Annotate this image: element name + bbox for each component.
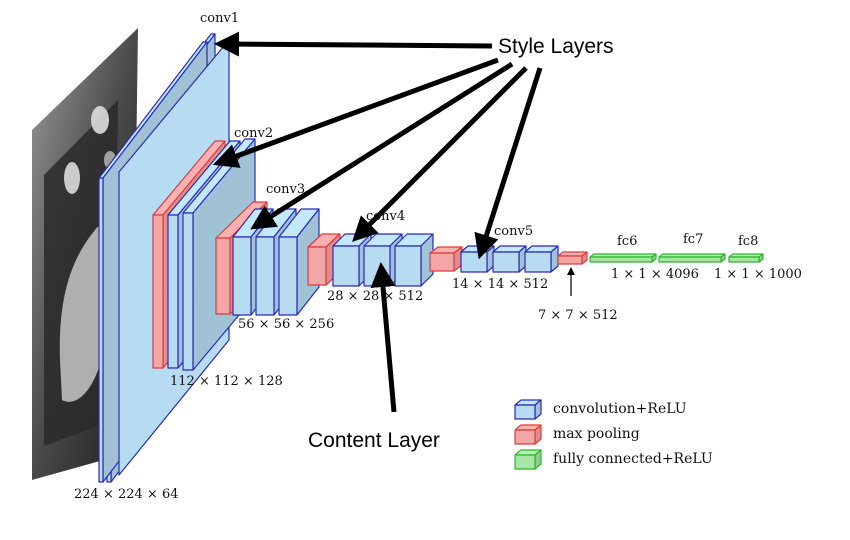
conv1-block-1-front bbox=[98, 177, 104, 483]
legend-fc-swatch bbox=[514, 449, 542, 470]
content-arrow bbox=[370, 262, 397, 413]
dim-1000: 1 × 1 × 1000 bbox=[714, 267, 802, 282]
label-conv5: conv5 bbox=[494, 224, 534, 239]
legend-conv-swatch-front bbox=[514, 404, 536, 420]
style-arrow-conv3 bbox=[250, 61, 514, 230]
content-layer-callout: Content Layer bbox=[308, 429, 440, 452]
dim-224: 224 × 224 × 64 bbox=[74, 487, 179, 502]
conv4-block-1-front bbox=[332, 245, 360, 287]
conv3-block-3 bbox=[278, 208, 320, 316]
label-fc8: fc8 bbox=[738, 234, 759, 249]
conv5-block-2 bbox=[492, 245, 527, 273]
legend-fc-label: fully connected+ReLU bbox=[553, 451, 713, 467]
fc7-block-front bbox=[658, 256, 722, 263]
pool1-block-front bbox=[152, 214, 164, 369]
conv3-block-1-front bbox=[232, 236, 252, 316]
conv2-block-2-front bbox=[182, 212, 194, 371]
conv4-block-2-front bbox=[363, 245, 391, 287]
layer-blocks bbox=[98, 33, 764, 483]
pool4-block bbox=[429, 246, 463, 272]
conv2-block-1-front bbox=[167, 214, 179, 369]
dim-112: 112 × 112 × 128 bbox=[170, 374, 283, 389]
style-arrow-conv4 bbox=[352, 66, 528, 242]
style-arrow-conv2 bbox=[212, 57, 499, 168]
style-arrow-conv5 bbox=[474, 67, 543, 260]
label-fc7: fc7 bbox=[683, 232, 704, 247]
fc6-block-front bbox=[589, 256, 653, 263]
conv5-block-1-front bbox=[460, 251, 488, 273]
fc8-block bbox=[728, 253, 764, 263]
label-conv1: conv1 bbox=[200, 11, 240, 26]
legend-fc-swatch-front bbox=[514, 454, 536, 470]
dim-28: 28 × 28 × 512 bbox=[327, 289, 424, 304]
style-arrows bbox=[212, 31, 543, 260]
style-arrow-conv1 bbox=[214, 31, 493, 57]
conv5-block-3-front bbox=[524, 251, 552, 273]
label-conv2: conv2 bbox=[234, 126, 274, 141]
legend-pool-label: max pooling bbox=[553, 426, 640, 442]
pool2-block-front bbox=[215, 237, 231, 315]
conv5-block-2-front bbox=[492, 251, 520, 273]
style-layers-callout: Style Layers bbox=[498, 35, 614, 58]
fc6-block bbox=[589, 253, 657, 263]
label-fc6: fc6 bbox=[617, 234, 638, 249]
legend-pool-swatch bbox=[514, 424, 542, 445]
conv4-block-3-front bbox=[394, 245, 422, 287]
label-conv3: conv3 bbox=[266, 182, 306, 197]
fc7-block bbox=[658, 253, 726, 263]
dim-56: 56 × 56 × 256 bbox=[238, 317, 335, 332]
conv3-block-3-front bbox=[278, 236, 298, 316]
fc8-block-front bbox=[728, 256, 760, 263]
pool4-block-front bbox=[429, 252, 455, 272]
conv3-block-2-front bbox=[255, 236, 275, 316]
pool5-block-front bbox=[557, 255, 583, 265]
conv4-block-3 bbox=[394, 233, 434, 287]
legend-pool-swatch-front bbox=[514, 429, 536, 445]
dim-14: 14 × 14 × 512 bbox=[452, 277, 549, 292]
dim-4096: 1 × 1 × 4096 bbox=[611, 267, 699, 282]
conv5-block-3 bbox=[524, 245, 559, 273]
pool3-block-front bbox=[307, 246, 327, 286]
pool5-block bbox=[557, 251, 588, 265]
dim-7: 7 × 7 × 512 bbox=[538, 308, 618, 323]
legend-conv-swatch bbox=[514, 399, 542, 420]
conv5-block-1 bbox=[460, 245, 495, 273]
label-conv4: conv4 bbox=[366, 209, 406, 224]
legend-conv-label: convolution+ReLU bbox=[553, 401, 687, 417]
legend-swatches bbox=[514, 399, 542, 470]
